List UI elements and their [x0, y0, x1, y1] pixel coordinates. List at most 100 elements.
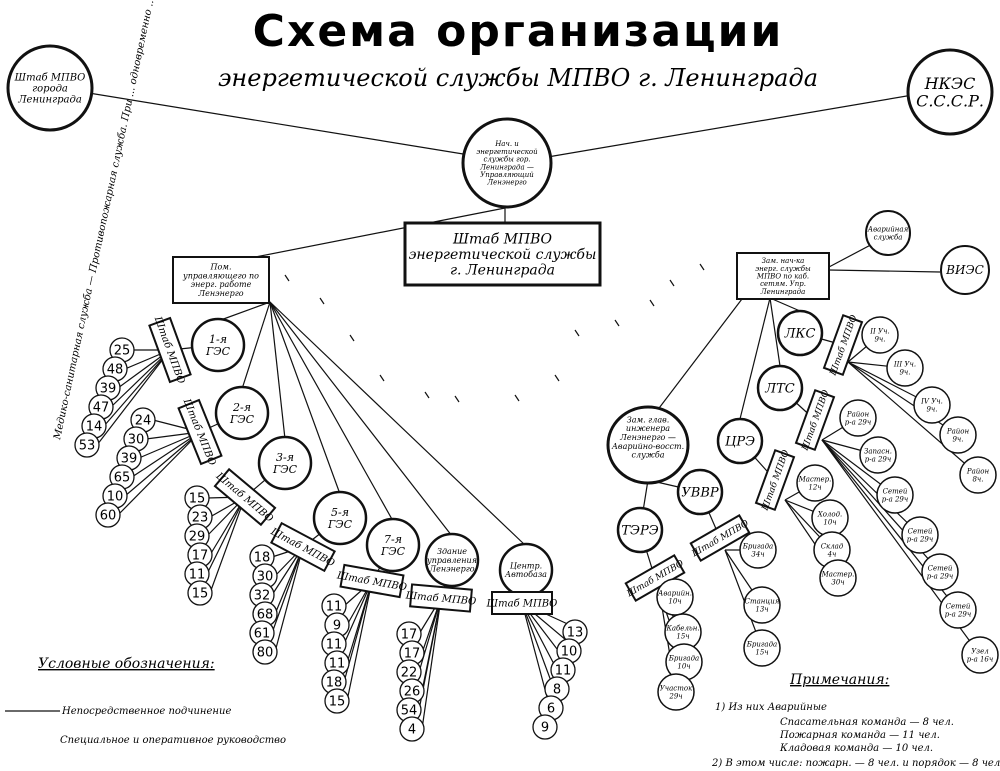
count-circle-plant-4-5: [324, 688, 350, 714]
node-net-3: [676, 468, 724, 516]
count-circle-plant-3-5-value: 80: [257, 646, 274, 661]
line-staff-to-count-1-3: [131, 431, 201, 478]
count-circle-plant-6-5: [532, 714, 558, 740]
node-vies: [940, 245, 990, 295]
count-circle-plant-6-0-value: 13: [567, 626, 584, 641]
diagram-title: Схема организации: [253, 6, 784, 57]
line-right-mgr-to-net-0: [769, 297, 801, 312]
terz-item-1-label: Кабельн.15ч: [665, 625, 699, 641]
node-net-2-label: ЦРЭ: [725, 435, 755, 450]
count-circle-plant-2-5: [187, 580, 213, 606]
operational-dash-3: [379, 374, 385, 382]
node-plant-staff-0: [148, 316, 192, 384]
crz-item-3: [819, 559, 857, 597]
node-plant-staff-5: [409, 583, 473, 613]
count-circle-plant-4-3-value: 11: [329, 657, 346, 672]
count-circle-plant-2-3-value: 17: [192, 549, 209, 564]
uvvr-item-0: [739, 531, 777, 569]
node-nkes-sssr: [906, 48, 994, 136]
node-plant-6-label: Центр.Автобаза: [504, 561, 547, 579]
terz-item-3: [657, 673, 695, 711]
node-net-0: [776, 309, 824, 357]
legend-item-operational: Специальное и оперативное руководство: [60, 735, 286, 746]
line-staff-to-count-0-3: [110, 349, 171, 408]
node-net-staff-0-group: Штаб МПВО: [822, 313, 864, 378]
count-circle-plant-1-5: [95, 502, 121, 528]
operational-dash-1: [319, 297, 325, 305]
node-net-0-label: ЛКС: [784, 327, 816, 342]
note-line-4: Кладовая команда — 10 чел.: [779, 743, 933, 754]
notes-title: Примечания:: [789, 672, 889, 688]
node-left-manager: [172, 256, 270, 304]
lks-item-0: [861, 316, 899, 354]
lts-item-5: [939, 591, 977, 629]
connector-lines: [57, 87, 981, 730]
operational-dash-0: [284, 274, 290, 282]
count-circle-plant-3-4-value: 61: [254, 627, 271, 642]
count-circle-plant-6-5-value: 9: [541, 721, 549, 736]
note-line-1: 1) Из них Аварийные: [715, 702, 827, 713]
line-center-to-left-mgr: [229, 207, 506, 263]
line-staff-to-count-2-4: [206, 496, 246, 575]
line-left-mgr-to-plant-4: [269, 301, 394, 522]
count-circle-plant-0-0-value: 25: [114, 344, 131, 359]
node-net-1: [756, 364, 804, 412]
diagram-subtitle: энергетической службы МПВО г. Ленинграда: [218, 64, 818, 92]
line-right-mgr-to-net-2: [739, 297, 771, 420]
node-plant-4: [365, 517, 421, 573]
count-circle-plant-3-2-value: 32: [254, 589, 271, 604]
operational-dash-12: [699, 263, 705, 271]
lts-item-0: [839, 399, 877, 437]
count-circle-plant-5-3-value: 26: [404, 685, 421, 700]
node-net-3-label: УВВР: [681, 486, 719, 501]
count-circle-plant-2-4-value: 11: [189, 568, 206, 583]
count-circle-plant-3-5: [252, 639, 278, 665]
lks-item-1-label: III Уч.9ч.: [893, 361, 916, 377]
count-circle-plant-5-0-value: 17: [401, 628, 418, 643]
node-right-manager: [736, 252, 830, 300]
node-net-2: [716, 417, 764, 465]
operational-dash-8: [574, 329, 580, 337]
line-staff-to-count-1-5: [117, 431, 201, 516]
count-circle-plant-3-0-value: 18: [254, 551, 271, 566]
line-staff-to-count-0-5: [96, 349, 171, 446]
count-circle-plant-0-2-value: 39: [100, 382, 117, 397]
count-circle-plant-2-2-value: 29: [189, 530, 206, 545]
count-circle-plant-0-4-value: 14: [86, 420, 103, 435]
line-left-mgr-to-plant-1: [241, 301, 271, 390]
line-staff-to-count-3-3: [274, 546, 304, 615]
count-circle-plant-4-4-value: 18: [326, 676, 343, 691]
node-plant-staff-2: [213, 467, 277, 527]
node-vies-label: ВИЭС: [945, 263, 984, 277]
crz-item-0-label: Мастер.12ч: [798, 476, 832, 492]
lks-item-line-3: [847, 361, 959, 436]
crz-item-0: [796, 464, 834, 502]
operational-dash-5: [454, 395, 460, 403]
node-plant-3: [312, 490, 368, 546]
node-shtab-mpvo-leningrad: [6, 44, 94, 132]
node-plant-2: [257, 435, 313, 491]
operational-dash-7: [554, 374, 560, 382]
lts-item-1: [859, 436, 897, 474]
node-hq-energy-service: [403, 221, 602, 287]
operational-dash-6: [514, 394, 520, 402]
lts-item-3: [901, 516, 939, 554]
count-circle-plant-5-5: [399, 716, 425, 742]
